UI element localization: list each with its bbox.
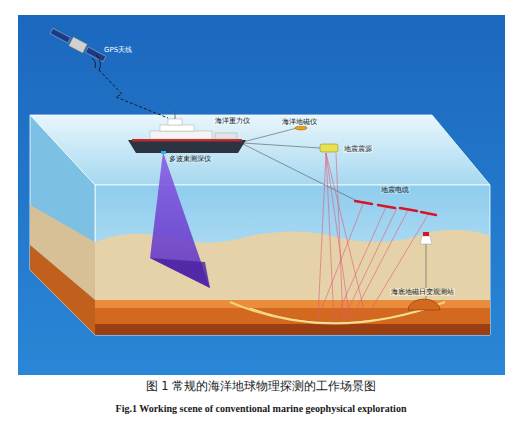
rock-layer [95, 324, 490, 335]
seismic-rays [318, 153, 429, 322]
multibeam-footprint [150, 258, 210, 288]
basin-layer [250, 308, 430, 323]
caption-english: Fig.1 Working scene of conventional mari… [0, 403, 522, 414]
magnetometer [295, 126, 307, 130]
multibeam-fan [150, 152, 210, 288]
tow-cable [243, 128, 297, 142]
instrument-label: 多波束测深仪 [168, 155, 212, 163]
instrument-label: 海洋地磁仪 [281, 118, 318, 126]
antenna-label: GPS天线 [104, 46, 132, 54]
figure-caption: 图 1 常规的海洋地球物理探测的工作场景图 [0, 379, 522, 394]
sea-surface [30, 115, 490, 185]
rock-layer [95, 300, 490, 335]
instrument-label: 海洋重力仪 [214, 117, 251, 125]
streamer [355, 201, 436, 215]
water-side [30, 115, 95, 335]
tow-cable [243, 144, 355, 200]
background-panel [18, 15, 505, 375]
rock-layer-side [30, 245, 95, 335]
station-label: 海底地磁日变观测站 [390, 288, 455, 296]
water-front [95, 185, 490, 335]
tow-cable [243, 143, 320, 148]
instrument-label: 地震震源 [343, 145, 373, 153]
signal-waves [92, 55, 100, 71]
gps-link [99, 70, 168, 118]
instrument-label: 地震电缆 [380, 186, 410, 194]
magnetic-station [408, 232, 440, 310]
seismic-source [320, 144, 338, 152]
